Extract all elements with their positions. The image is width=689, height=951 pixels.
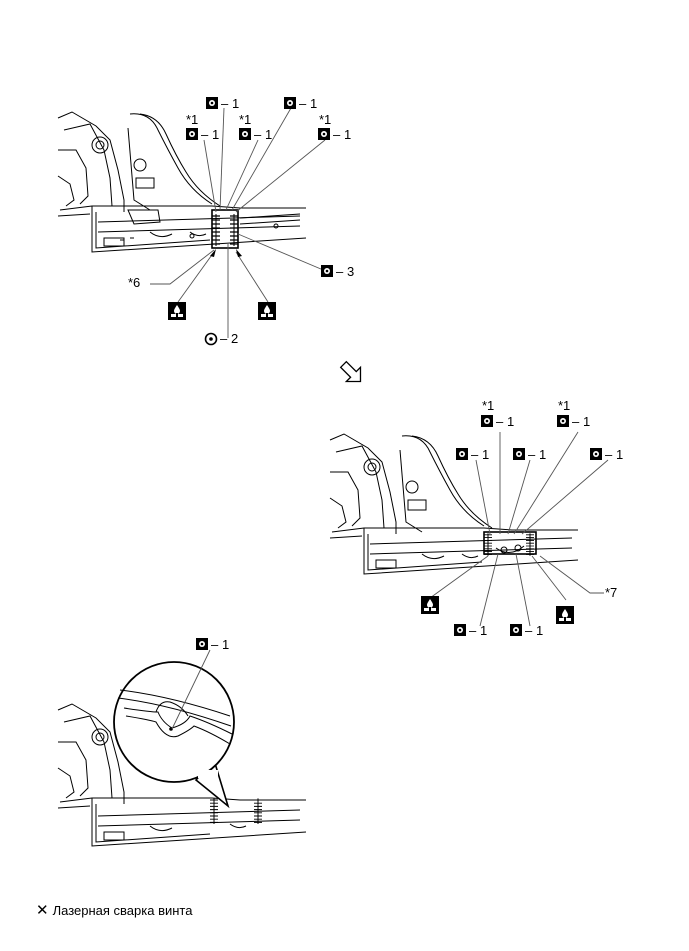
svg-text:1: 1	[536, 623, 543, 638]
svg-text:1: 1	[482, 447, 489, 462]
spot-weld-square-icon	[206, 97, 218, 109]
svg-text:–: –	[211, 637, 219, 652]
diagram-3	[57, 703, 307, 847]
laser-screw-weld-icon: ✕	[36, 902, 49, 919]
spot-weld-square-icon	[196, 638, 208, 650]
legend: ✕ Лазерная сварка винта	[36, 903, 192, 918]
svg-text:–: –	[254, 127, 262, 142]
spot-weld-square-icon	[456, 448, 468, 460]
spot-weld-round-icon	[204, 332, 218, 346]
svg-text:–: –	[333, 127, 341, 142]
spot-weld-square-icon	[557, 415, 569, 427]
svg-text:1: 1	[265, 127, 272, 142]
svg-text:*1: *1	[558, 398, 570, 413]
svg-text:–: –	[471, 447, 479, 462]
diagram-3-callouts: – 1	[196, 637, 229, 652]
svg-text:–: –	[605, 447, 613, 462]
spot-weld-square-icon	[590, 448, 602, 460]
svg-text:3: 3	[347, 264, 354, 279]
sealer-icon	[556, 606, 574, 624]
svg-text:*1: *1	[482, 398, 494, 413]
spot-weld-square-icon	[239, 128, 251, 140]
svg-text:–: –	[299, 96, 307, 111]
svg-text:*1: *1	[319, 112, 331, 127]
svg-text:1: 1	[539, 447, 546, 462]
direction-arrow-icon	[339, 360, 362, 383]
diagram-2	[329, 433, 579, 575]
svg-text:–: –	[496, 414, 504, 429]
svg-text:1: 1	[480, 623, 487, 638]
svg-text:1: 1	[616, 447, 623, 462]
spot-weld-square-icon	[284, 97, 296, 109]
svg-text:*7: *7	[605, 585, 617, 600]
diagram-2-leaders	[429, 431, 609, 627]
svg-text:1: 1	[212, 127, 219, 142]
svg-text:1: 1	[507, 414, 514, 429]
svg-text:*6: *6	[128, 275, 140, 290]
diagram-1-leaders	[150, 107, 329, 338]
diagram-1-weld-marks	[211, 213, 239, 247]
svg-text:2: 2	[231, 331, 238, 346]
svg-text:–: –	[220, 331, 228, 346]
svg-text:–: –	[201, 127, 209, 142]
svg-text:1: 1	[344, 127, 351, 142]
svg-text:–: –	[572, 414, 580, 429]
svg-text:*1: *1	[186, 112, 198, 127]
callout-weld: 1	[232, 96, 239, 111]
legend-text: Лазерная сварка винта	[52, 903, 193, 918]
svg-text:1: 1	[583, 414, 590, 429]
spot-weld-square-icon	[321, 265, 333, 277]
diagram-2-callouts: *1 – 1 *1 – 1 – 1 – 1 – 1 *7 – 1 – 1	[421, 398, 623, 638]
svg-text:–: –	[469, 623, 477, 638]
diagram-1-callouts: – 1 – 1 *1 – 1 *1 – 1 *1 – 1 – 3 *6 – 2	[128, 96, 354, 346]
diagram-1	[57, 111, 307, 253]
spot-weld-square-icon	[454, 624, 466, 636]
svg-text:–: –	[336, 264, 344, 279]
sealer-icon	[258, 302, 276, 320]
detail-magnifier	[113, 649, 235, 809]
svg-text:1: 1	[222, 637, 229, 652]
svg-text:–: –	[528, 447, 536, 462]
spot-weld-square-icon	[513, 448, 525, 460]
spot-weld-square-icon	[318, 128, 330, 140]
spot-weld-square-icon	[186, 128, 198, 140]
sealer-icon	[168, 302, 186, 320]
svg-text:1: 1	[310, 96, 317, 111]
svg-text:–: –	[525, 623, 533, 638]
spot-weld-square-icon	[481, 415, 493, 427]
spot-weld-square-icon	[510, 624, 522, 636]
svg-text:–: –	[221, 96, 229, 111]
sealer-icon	[421, 596, 439, 614]
svg-text:*1: *1	[239, 112, 251, 127]
